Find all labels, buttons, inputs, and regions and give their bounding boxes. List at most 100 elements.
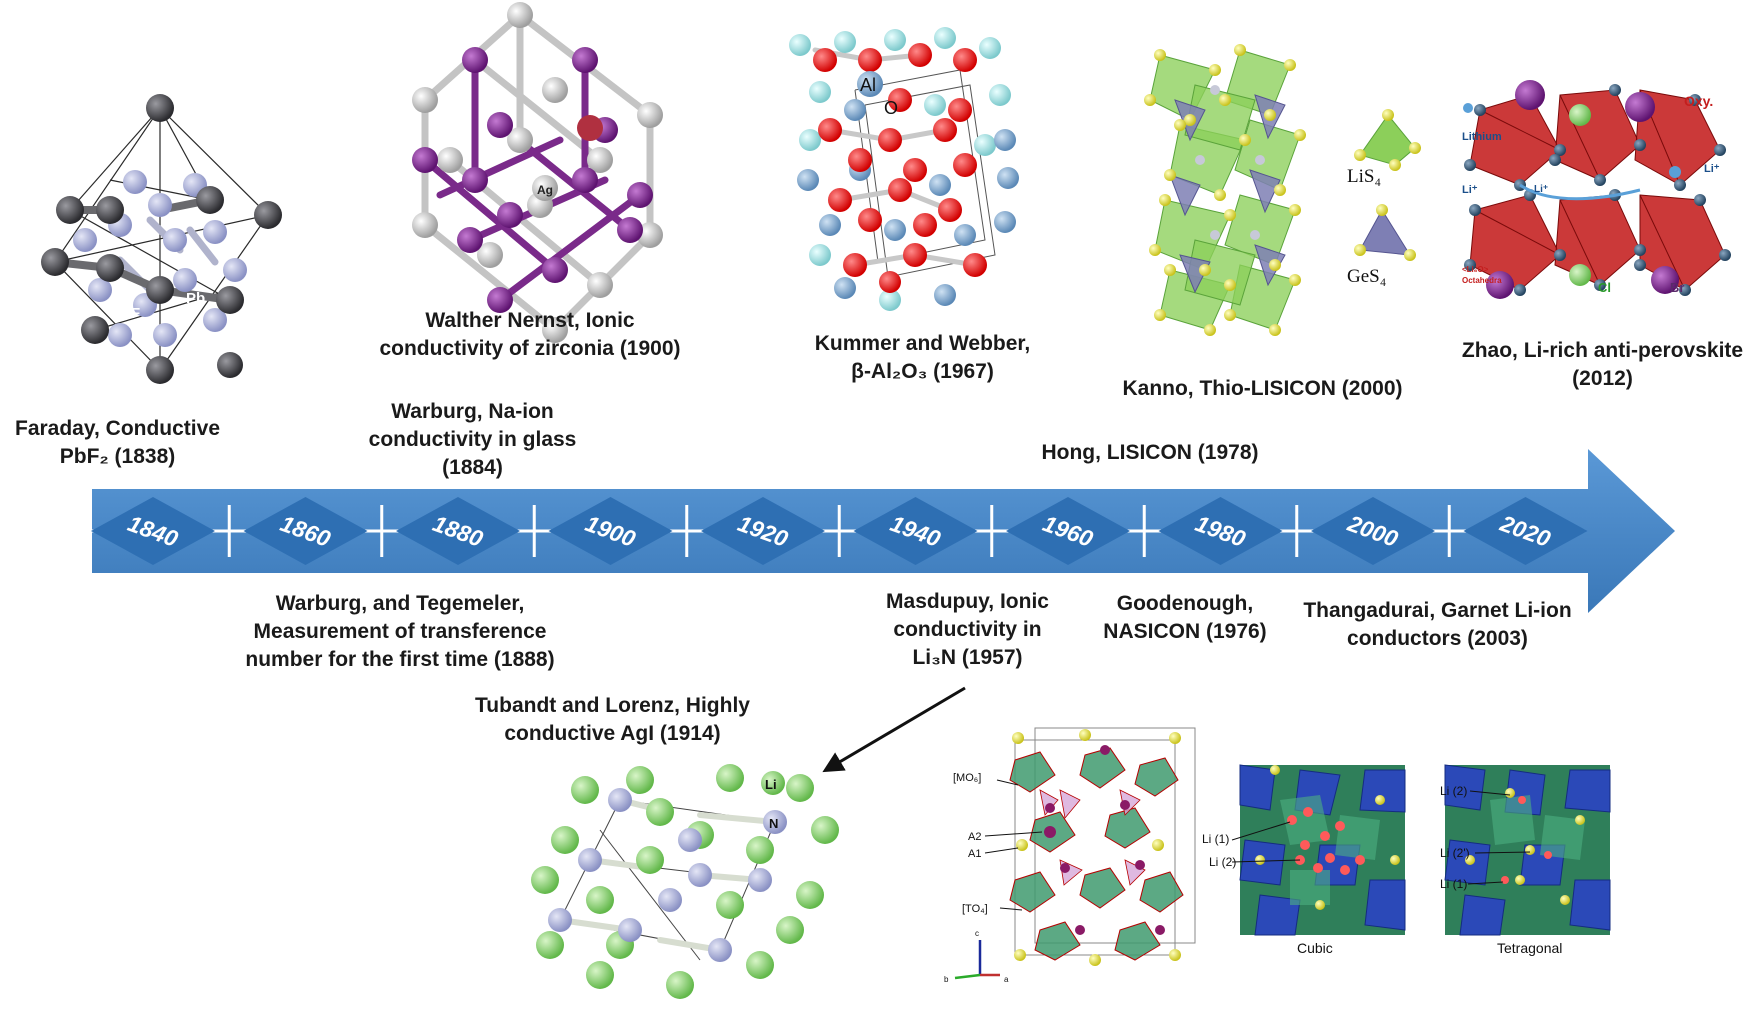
event-line: Measurement of transference (253, 620, 547, 643)
antiperovskite-octahedra-label: Octahedra (1462, 276, 1502, 285)
year-diamond (396, 497, 520, 565)
year-diamond (1463, 497, 1588, 565)
event-kummer: Kummer and Webber, β-Al₂O₃ (1967) (780, 330, 1065, 386)
pbf2-f-label: F (131, 305, 140, 322)
nasicon-crystal-structure: [MO₆] A2 A1 [TO₄] c b a (944, 727, 1196, 984)
event-line: conductive AgI (1914) (504, 722, 721, 745)
pbf2-crystal-structure: Pb F (41, 94, 282, 384)
event-line: Kanno, Thio-LISICON (2000) (1122, 377, 1403, 400)
beta-alumina-crystal-structure: Al O (789, 27, 1019, 311)
event-line: β-Al₂O₃ (1967) (851, 360, 994, 383)
li3n-crystal-structure: Li N (531, 764, 839, 999)
year-marker-1840: 1840 (91, 497, 215, 565)
event-line: Warburg, Na-ion (391, 400, 554, 423)
event-line: Warburg, and Tegemeler, (275, 592, 525, 615)
year-marker-1860: 1860 (243, 497, 368, 565)
timeline-ticks (227, 505, 1451, 557)
event-line: Goodenough, (1116, 592, 1254, 615)
event-masdupuy: Masdupuy, Ionic conductivity in Li₃N (19… (860, 588, 1075, 672)
antiperovskite-lithium-label: Lithium (1462, 131, 1502, 143)
thio-lisicon-crystal-structure: LiS₄ GeS₄ (1144, 44, 1421, 336)
nasicon-a1-label: A1 (968, 848, 981, 860)
event-line: number for the first time (1888) (245, 648, 555, 671)
year-marker-1940: 1940 (853, 497, 978, 565)
year-diamond (853, 497, 978, 565)
antiperovskite-crystal-structure: Lithium Oxy. Li⁺ Li⁺ Li⁺ <Li₆O> Octahedr… (1462, 80, 1731, 299)
garnet-cubic-li1-label: Li (1) (1202, 832, 1229, 846)
antiperovskite-br-label: Br (1670, 280, 1684, 295)
year-diamond (548, 497, 673, 565)
year-diamond (701, 497, 825, 565)
event-tubandt: Tubandt and Lorenz, Highly conductive Ag… (455, 692, 770, 748)
event-line: Kummer and Webber, (814, 332, 1031, 355)
year-diamond (1311, 497, 1435, 565)
thio-ges4-label: GeS₄ (1347, 266, 1386, 287)
year-marker-1960: 1960 (1006, 497, 1130, 565)
event-warburg-tegemeler: Warburg, and Tegemeler, Measurement of t… (215, 590, 585, 674)
event-nernst: Walther Nernst, Ionic conductivity of zi… (345, 307, 715, 363)
year-diamond (91, 497, 215, 565)
garnet-tetragonal-li2-label: Li (2) (1440, 784, 1467, 798)
antiperovskite-oxy-label: Oxy. (1684, 93, 1713, 109)
garnet-tetragonal-structure: Li (2) Li (2') Li (1) Tetragonal (1440, 764, 1611, 956)
antiperovskite-liplus-right: Li⁺ (1704, 163, 1720, 175)
event-goodenough: Goodenough, NASICON (1976) (1095, 590, 1275, 646)
event-line: conductivity in (893, 618, 1042, 641)
event-warburg-na: Warburg, Na-ion conductivity in glass (1… (335, 398, 610, 482)
year-diamond (1158, 497, 1283, 565)
event-zhao: Zhao, Li-rich anti-perovskite (2012) (1455, 337, 1750, 393)
timeline-years: 1840 1860 1880 1900 1920 1940 1960 1980 2000 2020 (91, 497, 1588, 565)
year-marker-1880: 1880 (396, 497, 520, 565)
garnet-cubic-label: Cubic (1297, 940, 1333, 956)
timeline-arrow: 1840 1860 1880 1900 1920 1940 1960 1980 2000 2020 (91, 449, 1675, 613)
nasicon-axis-a: a (1004, 975, 1009, 984)
alumina-o-label: O (884, 98, 898, 118)
garnet-tetragonal-li1-label: Li (1) (1440, 877, 1467, 891)
year-marker-1980: 1980 (1158, 497, 1283, 565)
event-line: conductors (2003) (1347, 627, 1528, 650)
nasicon-axis-b: b (944, 975, 949, 984)
year-marker-1900: 1900 (548, 497, 673, 565)
event-line: NASICON (1976) (1103, 620, 1267, 643)
year-diamond (1006, 497, 1130, 565)
year-diamond (243, 497, 368, 565)
event-line: Thangadurai, Garnet Li-ion (1303, 599, 1572, 622)
nasicon-mo6-label: [MO₆] (953, 772, 981, 784)
year-marker-1920: 1920 (701, 497, 825, 565)
antiperovskite-cl-label: Cl (1598, 280, 1611, 295)
garnet-cubic-structure: Li (1) Li (2) Cubic (1202, 764, 1406, 956)
agi-crystal-structure: I Ag (412, 2, 663, 343)
antiperovskite-li6o-label: <Li₆O> (1462, 265, 1489, 274)
antiperovskite-liplus-left: Li⁺ (1462, 184, 1478, 196)
event-line: Tubandt and Lorenz, Highly (475, 694, 750, 717)
event-line: Faraday, Conductive (15, 417, 220, 440)
garnet-tetragonal-li2prime-label: Li (2') (1440, 846, 1470, 860)
event-line: Walther Nernst, Ionic (425, 309, 635, 332)
event-line: Zhao, Li-rich anti-perovskite (1461, 339, 1744, 362)
antiperovskite-liplus-mid: Li⁺ (1534, 184, 1548, 195)
year-marker-2000: 2000 (1311, 497, 1435, 565)
alumina-al-label: Al (860, 75, 876, 95)
event-line: PbF₂ (1838) (59, 445, 176, 468)
event-faraday: Faraday, Conductive PbF₂ (1838) (0, 415, 235, 471)
event-thangadurai: Thangadurai, Garnet Li-ion conductors (2… (1280, 597, 1595, 653)
nasicon-a2-label: A2 (968, 831, 981, 843)
event-hong: Hong, LISICON (1978) (1015, 439, 1285, 467)
event-line: Hong, LISICON (1978) (1041, 441, 1259, 464)
pbf2-pb-label: Pb (186, 290, 205, 307)
event-line: Li₃N (1957) (912, 646, 1023, 669)
event-line: (1884) (442, 456, 503, 479)
nasicon-axis-c: c (975, 929, 979, 938)
garnet-tetragonal-label: Tetragonal (1497, 940, 1562, 956)
year-marker-2020: 2020 (1463, 497, 1588, 565)
event-kanno: Kanno, Thio-LISICON (2000) (1095, 375, 1430, 403)
event-line: (2012) (1572, 367, 1633, 390)
event-line: conductivity of zirconia (1900) (379, 337, 681, 360)
masdupuy-pointer-arrow (822, 686, 966, 773)
li3n-li-label: Li (765, 777, 777, 792)
thio-lis4-label: LiS₄ (1347, 166, 1381, 187)
event-line: conductivity in glass (368, 428, 577, 451)
garnet-cubic-li2-label: Li (2) (1209, 855, 1236, 869)
li3n-n-label: N (769, 816, 778, 831)
